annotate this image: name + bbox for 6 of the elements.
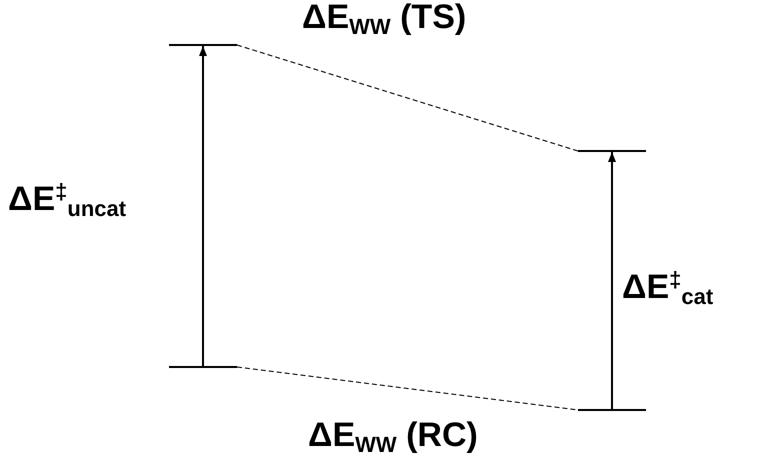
dashed-line (236, 366, 578, 410)
dashed-line (236, 44, 578, 152)
arrow (199, 46, 207, 366)
arrow (608, 152, 616, 409)
energy-label: ΔE$_{WW}$ (TS) (302, 0, 466, 34)
energy-label: ΔE$_{WW}$ (RC) (308, 418, 478, 452)
